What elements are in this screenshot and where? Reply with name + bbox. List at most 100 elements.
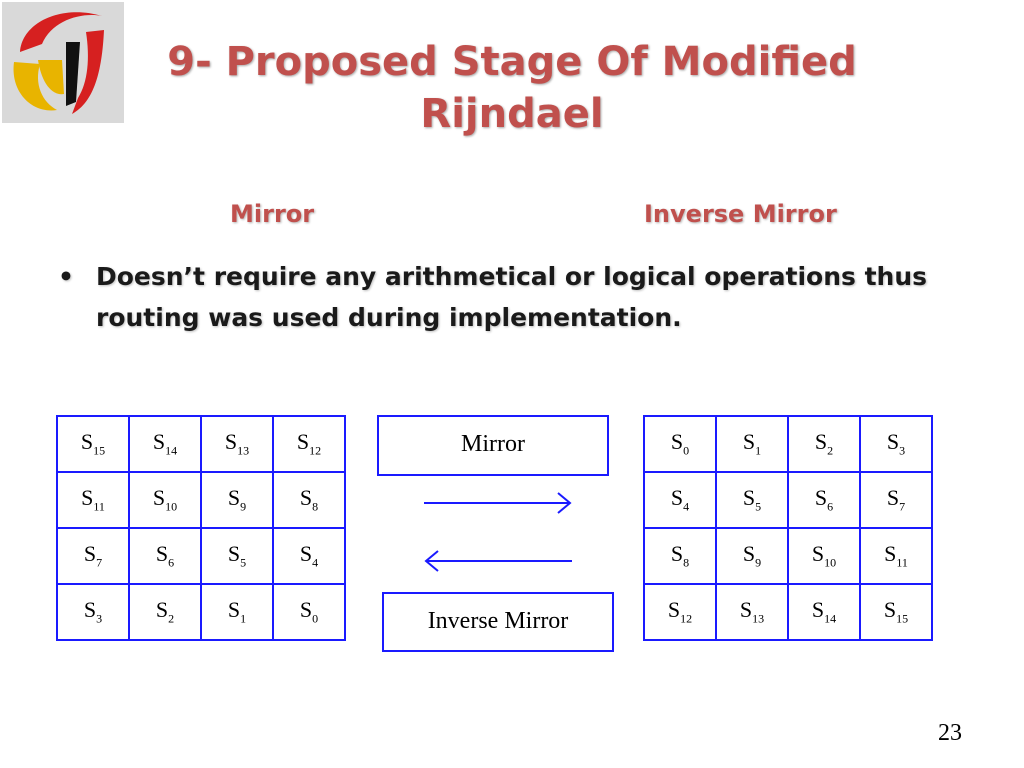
cell-letter: S	[227, 597, 241, 623]
cell-letter: S	[670, 429, 684, 455]
cell-index: 6	[168, 555, 175, 570]
cell-letter: S	[811, 541, 825, 567]
cell-letter: S	[884, 541, 897, 567]
matrix-cell: S1	[200, 583, 274, 641]
cell-index: 0	[312, 611, 319, 626]
cell-index: 14	[824, 611, 837, 626]
cell-index: 6	[827, 499, 834, 514]
cell-letter: S	[227, 541, 241, 567]
cell-letter: S	[81, 485, 94, 511]
cell-letter: S	[739, 597, 753, 623]
cell-index: 1	[755, 443, 762, 458]
cell-index: 15	[896, 611, 909, 626]
matrix-cell: S10	[128, 471, 202, 529]
inverse-mirror-box: Inverse Mirror	[382, 592, 614, 652]
cell-index: 15	[93, 443, 106, 458]
cell-index: 7	[96, 555, 103, 570]
matrix-cell: S0	[272, 583, 346, 641]
cell-index: 7	[899, 499, 906, 514]
cell-letter: S	[814, 429, 828, 455]
matrix-cell: S0	[643, 415, 717, 473]
bullet-point: • Doesn’t require any arithmetical or lo…	[58, 256, 958, 338]
matrix-cell: S13	[715, 583, 789, 641]
cell-letter: S	[155, 597, 169, 623]
page-number: 23	[938, 720, 962, 746]
cell-index: 8	[312, 499, 319, 514]
subheading-mirror: Mirror	[230, 200, 315, 228]
cell-letter: S	[83, 541, 97, 567]
mirror-box: Mirror	[377, 415, 609, 476]
logo	[2, 2, 124, 123]
cell-letter: S	[886, 485, 900, 511]
cell-index: 11	[93, 499, 105, 514]
slide-title: 9- Proposed Stage Of Modified Rijndael	[130, 36, 894, 140]
arrow-left-icon	[424, 550, 572, 572]
matrix-cell: S6	[787, 471, 861, 529]
cell-letter: S	[667, 597, 681, 623]
cell-index: 8	[683, 555, 690, 570]
cell-letter: S	[886, 429, 900, 455]
matrix-cell: S7	[859, 471, 933, 529]
cell-index: 12	[680, 611, 693, 626]
cell-index: 9	[755, 555, 762, 570]
bullet-text: Doesn’t require any arithmetical or logi…	[96, 262, 928, 332]
title-line-1: 9- Proposed Stage Of Modified	[167, 39, 857, 85]
matrix-cell: S7	[56, 527, 130, 585]
cell-index: 5	[755, 499, 762, 514]
cell-index: 9	[240, 499, 247, 514]
cell-index: 2	[168, 611, 175, 626]
cell-index: 10	[824, 555, 837, 570]
matrix-cell: S2	[787, 415, 861, 473]
cell-index: 13	[752, 611, 765, 626]
cell-letter: S	[299, 597, 313, 623]
matrix-cell: S3	[56, 583, 130, 641]
matrix-cell: S9	[715, 527, 789, 585]
cell-letter: S	[83, 597, 97, 623]
matrix-cell: S12	[272, 415, 346, 473]
matrix-cell: S14	[787, 583, 861, 641]
matrix-cell: S4	[272, 527, 346, 585]
title-line-2: Rijndael	[420, 91, 604, 137]
arrow-right-icon	[424, 492, 572, 514]
matrix-cell: S1	[715, 415, 789, 473]
cell-index: 0	[683, 443, 690, 458]
cell-index: 3	[96, 611, 103, 626]
matrix-cell: S4	[643, 471, 717, 529]
cell-letter: S	[152, 429, 166, 455]
cell-index: 14	[165, 443, 178, 458]
cell-index: 3	[899, 443, 906, 458]
matrix-cell: S8	[643, 527, 717, 585]
bullet-icon: •	[58, 262, 74, 291]
matrix-cell: S5	[200, 527, 274, 585]
cell-letter: S	[224, 429, 238, 455]
cell-letter: S	[155, 541, 169, 567]
cell-index: 4	[683, 499, 690, 514]
cell-letter: S	[299, 541, 313, 567]
cell-index: 4	[312, 555, 319, 570]
cell-letter: S	[883, 597, 897, 623]
matrix-cell: S11	[56, 471, 130, 529]
matrix-cell: S2	[128, 583, 202, 641]
matrix-cell: S9	[200, 471, 274, 529]
matrix-cell: S6	[128, 527, 202, 585]
matrix-cell: S15	[859, 583, 933, 641]
cell-letter: S	[299, 485, 313, 511]
logo-icon	[13, 12, 104, 114]
cell-index: 1	[240, 611, 247, 626]
matrix-cell: S5	[715, 471, 789, 529]
cell-index: 2	[827, 443, 834, 458]
matrix-cell: S14	[128, 415, 202, 473]
subheading-inverse-mirror: Inverse Mirror	[644, 200, 837, 228]
cell-letter: S	[811, 597, 825, 623]
cell-letter: S	[814, 485, 828, 511]
